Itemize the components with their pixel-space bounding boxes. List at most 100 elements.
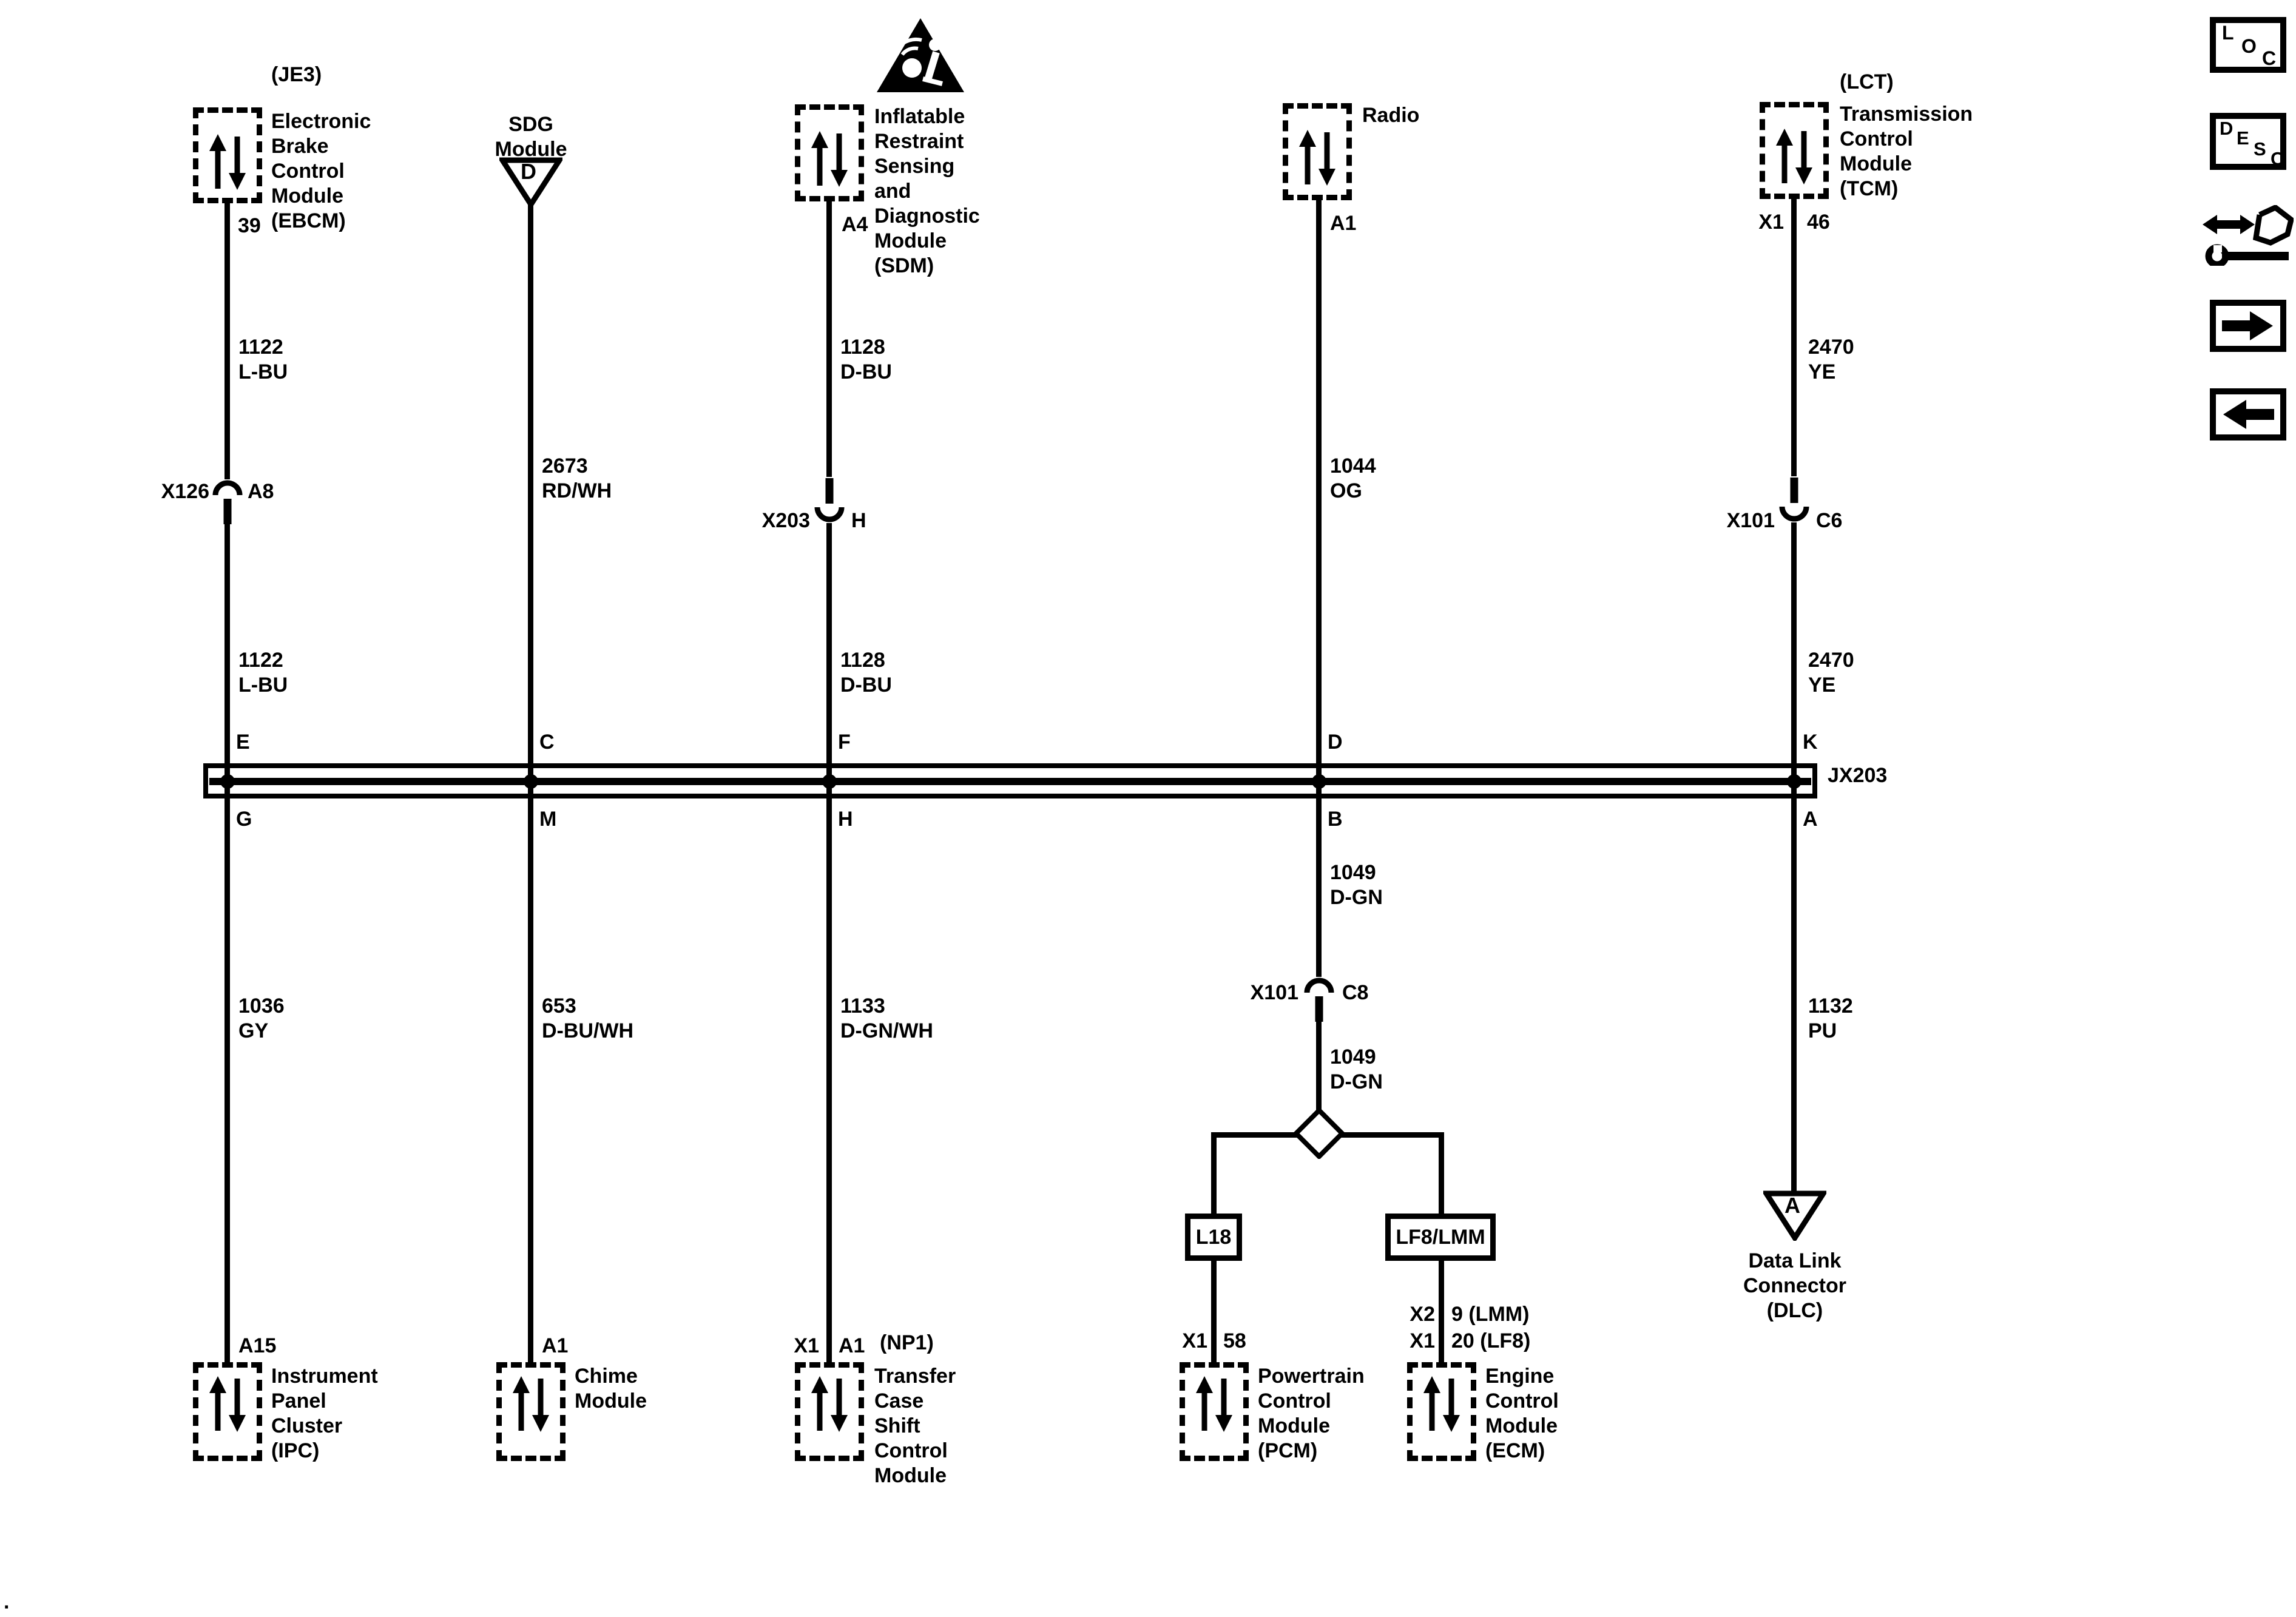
sdm-pin: A4 [842,213,868,236]
next-page-button[interactable] [2210,300,2286,352]
connector-x203-pin: H [851,509,866,532]
tcm-pin: 46 [1807,211,1830,234]
wire-1133-label: 1133 D-GN/WH [840,994,933,1042]
bidirectional-arrows-icon [209,1376,246,1432]
wire-1122-lower [225,524,230,1364]
bus-junction-dot [524,774,538,789]
sdg-label: SDG Module [495,113,567,161]
wire-1122-upper-label: 1122 L-BU [238,336,288,383]
wire-1036-label: 1036 GY [238,994,285,1042]
bidirectional-arrows-icon [1196,1376,1232,1432]
inline-connector-icon [814,478,845,522]
ebcm-label: Electronic Brake Control Module (EBCM) [271,110,371,232]
connector-x101-c8-name: X101 [1250,981,1298,1004]
wire-1128-lower [826,523,832,1364]
bidirectional-arrows-icon [1776,129,1812,184]
sdm-box [795,104,864,201]
bidirectional-arrows-icon [1299,130,1335,186]
bus-pin-h: H [838,808,853,831]
ipc-box [193,1362,262,1461]
splice-diamond-icon [1294,1108,1345,1159]
ecm-branch-wire [1439,1135,1444,1215]
wire-1128-mid-label: 1128 D-BU [840,649,892,697]
pcm-pin-connector: X1 [1182,1329,1207,1352]
bus-pin-c: C [539,731,555,754]
wire-1128-upper-label: 1128 D-BU [840,336,892,383]
bidirectional-arrows-icon [209,134,246,190]
ipc-label: Instrument Panel Cluster (IPC) [271,1365,378,1462]
connector-x126-pin: A8 [248,480,274,503]
tcm-label: Transmission Control Module (TCM) [1840,103,1973,200]
tccm-label: Transfer Case Shift Control Module [874,1365,956,1487]
tccm-box [795,1362,864,1461]
radio-box [1283,103,1352,200]
tccm-pin-connector: X1 [794,1334,819,1357]
inline-connector-icon [1779,478,1809,522]
chime-pin: A1 [542,1334,569,1357]
wire-1049-lower-label: 1049 D-GN [1330,1045,1383,1093]
connector-x101-c6-name: X101 [1726,509,1775,532]
bus-junction-dot [220,774,235,789]
ecm-box [1407,1362,1476,1461]
tccm-rpo-code: (NP1) [880,1331,934,1354]
pcm-label: Powertrain Control Module (PCM) [1258,1365,1365,1462]
connector-x101-c8-pin: C8 [1342,981,1369,1004]
wire-2470-lower [1791,522,1797,1193]
tcm-pin-connector: X1 [1758,211,1784,234]
ipc-pin: A15 [238,1334,277,1357]
sdg-triangle-connector-icon [499,157,562,208]
pcm-branch-wire-lower [1211,1260,1217,1364]
pcm-box [1180,1362,1249,1461]
wire-2470-upper-label: 2470 YE [1808,336,1854,383]
stray-period: . [4,1590,10,1613]
bus-pin-m: M [539,808,557,831]
chime-label: Chime Module [575,1365,647,1413]
radio-label: Radio [1362,104,1420,127]
wire-1122-upper [225,203,230,479]
bidirectional-arrows-icon [513,1376,549,1432]
tcm-box [1760,102,1829,199]
wire-1132-label: 1132 PU [1808,994,1853,1042]
bidirectional-arrows-icon [1423,1376,1460,1432]
ecm-label: Engine Control Module (ECM) [1485,1365,1559,1462]
schematic-wrench-icon[interactable] [2201,205,2294,266]
dlc-triangle-letter: A [1784,1193,1800,1218]
ecm-engine-tag: LF8/LMM [1385,1214,1496,1261]
bus-pin-k: K [1803,731,1818,754]
bus-junction-dot [1312,774,1326,789]
wire-2470-mid-label: 2470 YE [1808,649,1854,697]
wire-1122-mid-label: 1122 L-BU [238,649,288,697]
bus-pin-g: G [236,808,252,831]
bus-pin-a: A [1803,808,1818,831]
dlc-triangle-connector-icon [1763,1190,1826,1241]
dlc-label: Data Link Connector (DLC) [1743,1249,1846,1322]
wire-2673-label: 2673 RD/WH [542,454,612,502]
bidirectional-arrows-icon [811,1376,848,1432]
loc-button[interactable]: L O C [2210,17,2286,73]
bus-pin-d: D [1328,731,1343,754]
bus-pin-b: B [1328,808,1343,831]
arrow-right-icon [2222,311,2273,340]
desc-button[interactable]: D E S C [2210,113,2286,170]
tccm-pin: A1 [839,1334,865,1357]
inline-connector-icon [1304,977,1334,1022]
previous-page-button[interactable] [2210,388,2286,441]
chime-box [496,1362,566,1461]
sdg-triangle-letter: D [521,159,536,184]
connector-x101-c6-pin: C6 [1816,509,1843,532]
bus-junction-dot [1787,774,1801,789]
wire-1044-label: 1044 OG [1330,454,1376,502]
ecm-pin-connector-1: X2 [1410,1303,1435,1326]
ebcm-rpo-code: (JE3) [271,63,322,86]
tcm-rpo-code: (LCT) [1840,70,1894,93]
wire-1044 [1316,200,1322,977]
airbag-warning-icon [877,18,964,92]
connector-x126-name: X126 [161,480,209,503]
ecm-pin-1: 9 (LMM) [1451,1303,1530,1326]
ebcm-pin: 39 [238,214,261,237]
ecm-pin-2: 20 (LF8) [1451,1329,1531,1352]
connector-x203-name: X203 [761,509,810,532]
wire-1049-lower [1316,1022,1322,1112]
bus-junction-dot [822,774,837,789]
